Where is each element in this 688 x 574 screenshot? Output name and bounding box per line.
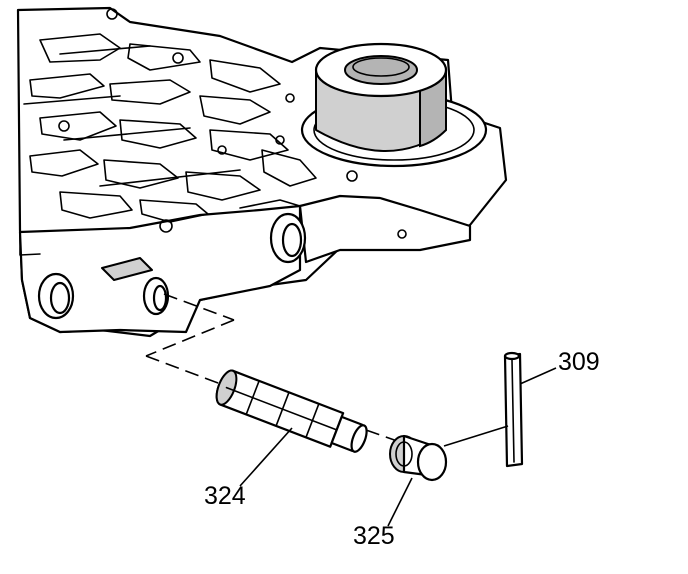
callout-309: 309 <box>558 348 600 376</box>
retaining-pin-309 <box>503 351 524 468</box>
accumulator-tower <box>300 42 488 168</box>
plug-part-325 <box>389 434 448 482</box>
valve-body-casting <box>16 6 508 338</box>
callout-325: 325 <box>353 522 395 550</box>
channel-pattern <box>23 8 407 239</box>
front-bores <box>37 212 307 320</box>
callout-324: 324 <box>204 482 246 510</box>
leader-lines <box>239 367 557 527</box>
filter-part-324 <box>215 369 368 453</box>
